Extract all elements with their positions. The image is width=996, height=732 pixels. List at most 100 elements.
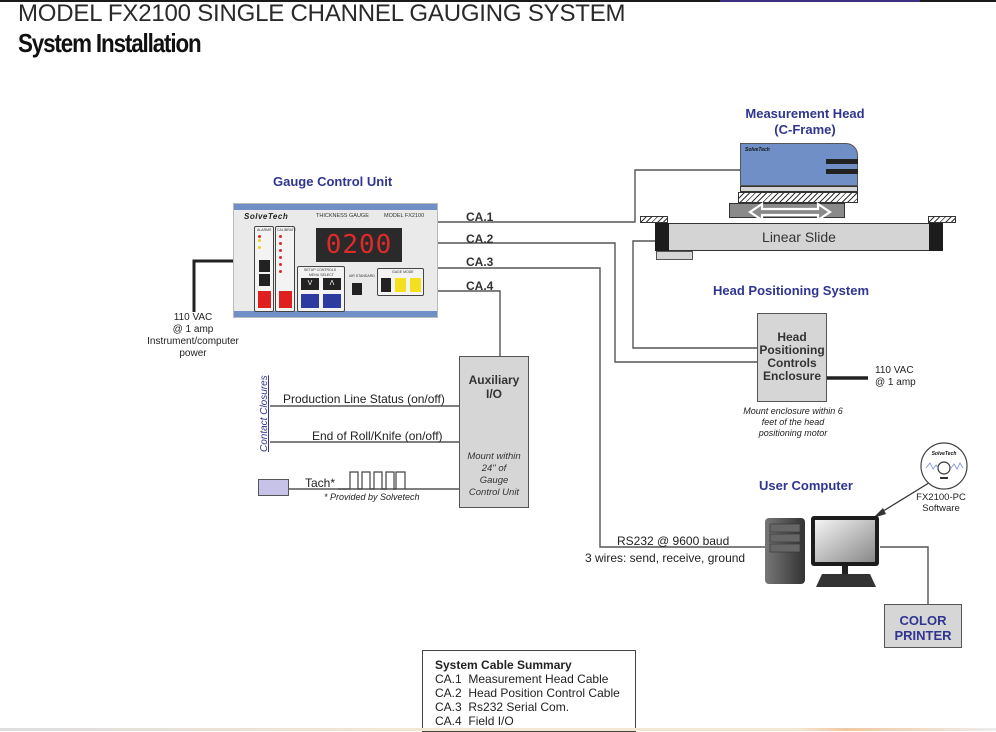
printer-label-1: COLOR: [899, 613, 947, 628]
aux-note-1: Mount within: [467, 451, 521, 462]
cable-label-ca2: CA.2: [466, 232, 494, 246]
keyboard: [816, 574, 876, 587]
profile-button[interactable]: [410, 278, 421, 292]
slide-mount-left: [640, 216, 668, 223]
menu-select-label: MENU SELECT: [309, 273, 334, 277]
alarm-up-button[interactable]: [259, 260, 270, 272]
enclosure-note-2: feet of the head: [761, 417, 825, 427]
color-printer: COLOR PRINTER: [884, 604, 962, 648]
software-label: FX2100-PC Software: [905, 492, 977, 514]
head-slot: [826, 169, 858, 174]
arrow-head-icon: [873, 508, 886, 518]
enclosure-power-label: 110 VAC @ 1 amp: [875, 365, 916, 389]
cable-desc: Head Position Control Cable: [468, 686, 620, 700]
calibrate-led: [279, 235, 282, 238]
software-install-arrow: [879, 480, 933, 514]
gcu-power-purpose-2: power: [179, 348, 207, 359]
auxiliary-io-box: Auxiliary I/O Mount within 24" of Gauge …: [459, 356, 529, 508]
setup-controls-label: SETUP CONTROLS: [304, 268, 337, 272]
head-brand-logo: SolveTech: [745, 147, 770, 153]
printer-wire: [880, 546, 929, 604]
calibrate-panel: CALIBRATE: [275, 226, 297, 312]
standby-button[interactable]: [381, 278, 391, 292]
software-cd-icon: SolveTech: [920, 442, 968, 490]
measurement-head-subtitle: (C-Frame): [774, 122, 836, 137]
gcu-top-band: [234, 204, 437, 210]
cable-summary-heading: System Cable Summary: [435, 658, 572, 672]
alarm-led-yellow: [258, 246, 261, 249]
page-title: MODEL FX2100 SINGLE CHANNEL GAUGING SYST…: [18, 0, 626, 27]
aux-note-2: 24" of: [481, 463, 507, 474]
alarm-set-button[interactable]: [258, 291, 271, 308]
enclosure-label-2: Positioning: [759, 343, 825, 357]
cable-label-ca1: CA.1: [466, 210, 494, 224]
cable-desc: Rs232 Serial Com.: [468, 700, 570, 714]
gcu-panel-title: THICKNESS GAUGE: [316, 213, 369, 219]
enclosure-label-1: Head: [777, 330, 807, 344]
gcu-power-current: @ 1 amp: [172, 324, 214, 335]
enclosure-mount-note: Mount enclosure within 6 feet of the hea…: [732, 406, 854, 439]
aux-title-2: I/O: [485, 387, 502, 401]
setup-controls-panel: SETUP CONTROLS MENU SELECT V Λ: [297, 266, 345, 312]
top-rule-accent: [720, 0, 920, 2]
cable-ca1-wire: [438, 169, 741, 223]
gcu-power-voltage: 110 VAC: [173, 312, 213, 323]
cable-ca3-wire: [438, 267, 766, 548]
slide-mount-right: [928, 216, 956, 223]
menu-up-button[interactable]: Λ: [323, 278, 341, 290]
page-subtitle: System Installation: [18, 28, 202, 58]
menu-select-button[interactable]: [301, 294, 319, 308]
user-computer-icon: [765, 516, 879, 587]
tach-label: Tach*: [305, 476, 336, 490]
travel-arrow-icon: [748, 201, 832, 223]
gage-mode-label: GAGE MODE: [392, 270, 414, 274]
gcu-power-label: 110 VAC @ 1 amp Instrument/computer powe…: [133, 312, 253, 360]
cable-id: CA.3: [435, 700, 462, 714]
tach-sensor: [258, 479, 289, 496]
software-type: Software: [922, 503, 960, 514]
top-rule: [0, 0, 996, 2]
user-computer-heading: User Computer: [759, 478, 853, 493]
linear-slide-label: Linear Slide: [762, 229, 836, 245]
cable-label-ca4: CA.4: [466, 279, 494, 293]
tach-footnote: * Provided by Solvetech: [324, 492, 420, 502]
production-line-status-label: Production Line Status (on/off): [283, 392, 445, 406]
alarms-label: ALARMS: [257, 228, 272, 232]
alarm-led-yellow: [258, 239, 261, 242]
bottom-strip: [0, 728, 996, 731]
gcu-power-purpose: Instrument/computer: [147, 336, 239, 347]
end-of-roll-label: End of Roll/Knife (on/off): [312, 429, 443, 443]
printer-label-2: PRINTER: [894, 628, 952, 643]
menu-down-button[interactable]: V: [301, 278, 319, 290]
cable-summary-row: CA.2 Head Position Control Cable: [435, 686, 635, 700]
calibrate-led: [279, 242, 282, 245]
slide-motor: [656, 251, 693, 260]
measurement-head-title: Measurement Head: [745, 106, 865, 121]
calibrate-label: CALIBRATE: [277, 228, 297, 232]
cable-desc: Field I/O: [468, 714, 514, 728]
air-standard-label: AIR STANDARD: [349, 274, 375, 278]
slide-end-left: [655, 223, 669, 251]
enclosure-power-current: @ 1 amp: [875, 377, 916, 388]
svg-text:SolveTech: SolveTech: [932, 451, 957, 457]
calibrate-led: [279, 263, 282, 266]
contact-closures-label: Contact Closures: [259, 375, 270, 452]
gcu-brand-logo: SolveTech: [244, 212, 289, 221]
head-plate: [740, 186, 858, 192]
air-standard-button[interactable]: [352, 283, 362, 295]
gauge-control-unit: SolveTech THICKNESS GAUGE MODEL FX2100 0…: [233, 203, 438, 318]
alarm-down-button[interactable]: [259, 274, 270, 286]
on-line-button[interactable]: [395, 278, 406, 292]
alarm-led: [258, 235, 261, 238]
enclosure-note-1: Mount enclosure within 6: [743, 406, 843, 416]
tach-pulse-icon: [338, 471, 406, 490]
calibrate-led: [279, 256, 282, 259]
gcu-bottom-band: [234, 311, 437, 317]
calibrate-set-button[interactable]: [279, 291, 292, 308]
gage-mode-panel: GAGE MODE: [377, 268, 424, 296]
menu-enter-button[interactable]: [323, 294, 341, 308]
cable-summary-row: CA.4 Field I/O: [435, 714, 635, 728]
cable-label-ca3: CA.3: [466, 255, 494, 269]
cable-id: CA.2: [435, 686, 462, 700]
